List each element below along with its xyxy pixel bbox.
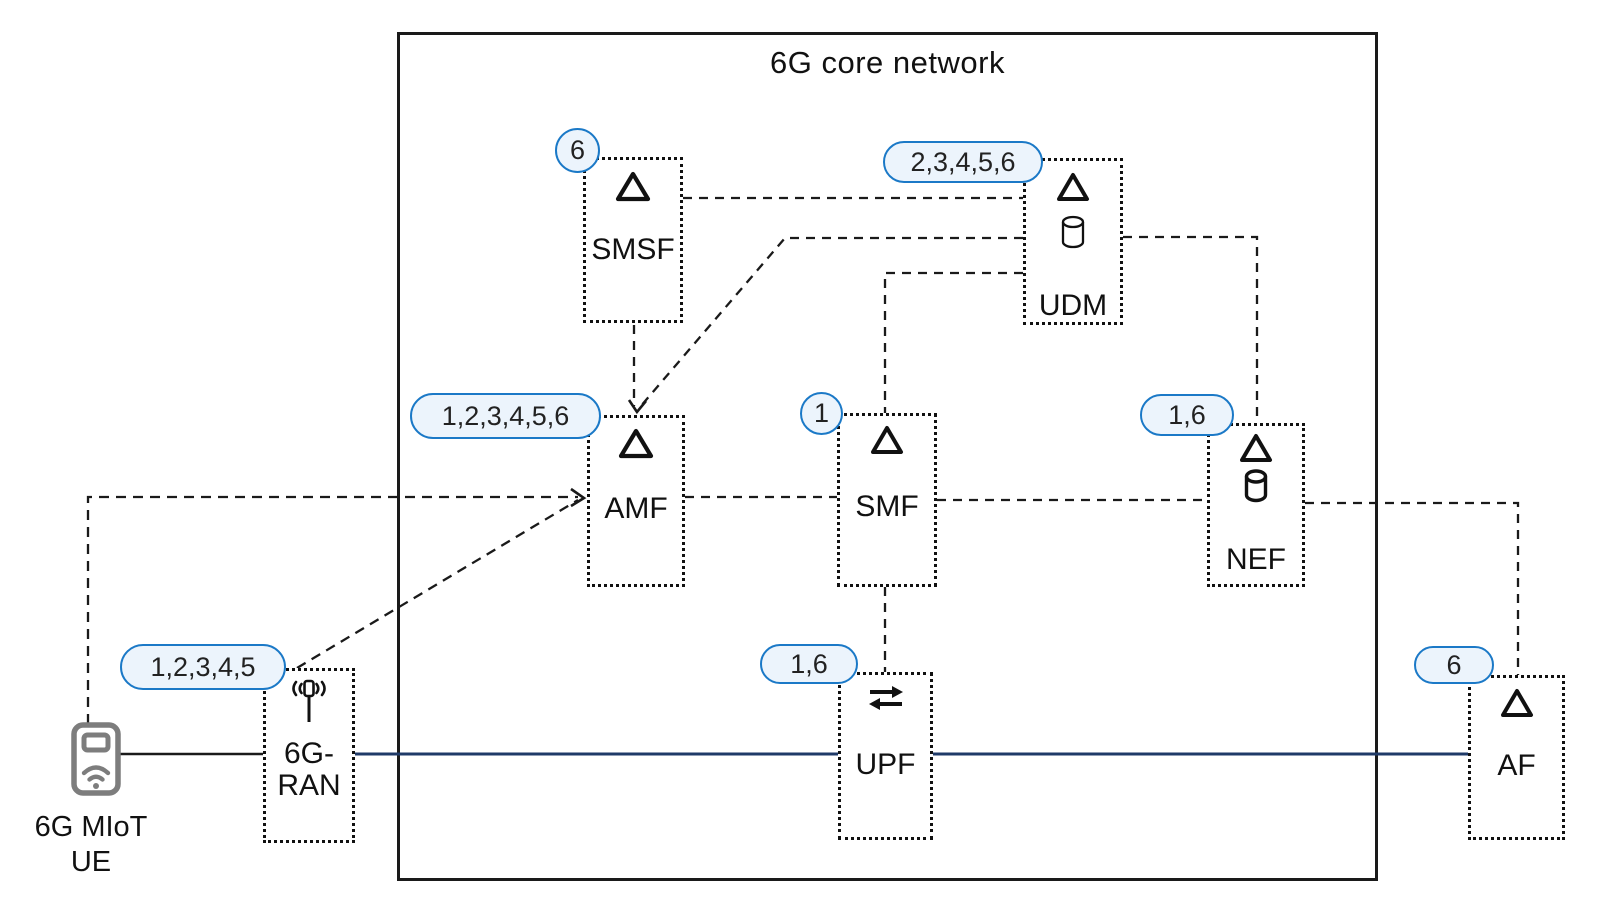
node-ran: 6G- RAN — [263, 668, 355, 843]
core-network-title: 6G core network — [770, 45, 1005, 80]
node-smsf-label: SMSF — [591, 233, 675, 266]
node-udm-label: UDM — [1038, 289, 1108, 322]
arrowhead-into-amf-left — [570, 487, 587, 508]
link-ue-amf — [86, 495, 578, 724]
badge-ran: 1,2,3,4,5 — [120, 644, 286, 690]
node-upf: UPF — [838, 672, 933, 840]
node-smf: SMF — [837, 413, 937, 587]
node-upf-label: UPF — [855, 748, 916, 781]
traffic-arrows-icon — [867, 684, 905, 712]
antenna-icon — [284, 676, 334, 726]
link-nef-af — [1305, 501, 1520, 675]
link-udm-nef — [1123, 235, 1259, 423]
node-amf: AMF — [587, 415, 685, 587]
node-ran-label-line2: RAN — [277, 769, 341, 802]
node-af: AF — [1468, 675, 1565, 840]
node-nef: NEF — [1207, 423, 1305, 587]
network-function-triangle-icon — [869, 424, 905, 456]
ue-label-line2: UE — [70, 846, 112, 878]
link-ran-amf — [296, 499, 579, 669]
node-nef-label: NEF — [1226, 543, 1286, 576]
core-network-boundary: 6G core network — [397, 32, 1378, 881]
network-function-triangle-icon — [1499, 687, 1535, 719]
node-udm: UDM — [1023, 158, 1123, 325]
node-smf-label: SMF — [855, 490, 919, 523]
network-function-triangle-icon — [1238, 432, 1274, 464]
badge-nef: 1,6 — [1140, 394, 1234, 436]
node-amf-label: AMF — [604, 492, 668, 525]
network-function-triangle-icon — [617, 426, 655, 460]
network-function-triangle-icon — [614, 169, 652, 203]
badge-udm: 2,3,4,5,6 — [883, 141, 1043, 183]
ue-label-line1: 6G MIoT — [34, 811, 148, 843]
node-smsf: SMSF — [583, 157, 683, 323]
node-ran-label-line1: 6G- — [283, 737, 334, 770]
badge-af: 6 — [1414, 646, 1494, 684]
node-af-label: AF — [1497, 749, 1536, 782]
link-udm-smf — [883, 271, 1023, 413]
ue-device — [71, 722, 121, 796]
link-udm-amf — [639, 236, 1023, 408]
badge-amf: 1,2,3,4,5,6 — [410, 393, 601, 439]
network-function-triangle-icon — [1055, 171, 1091, 203]
badge-upf: 1,6 — [760, 644, 858, 684]
badge-smsf: 6 — [555, 128, 600, 173]
badge-smf: 1 — [800, 392, 843, 435]
iot-device-icon — [71, 722, 121, 796]
arrowhead-into-amf-top — [627, 399, 648, 415]
database-icon — [1059, 215, 1087, 249]
database-icon — [1242, 469, 1270, 503]
